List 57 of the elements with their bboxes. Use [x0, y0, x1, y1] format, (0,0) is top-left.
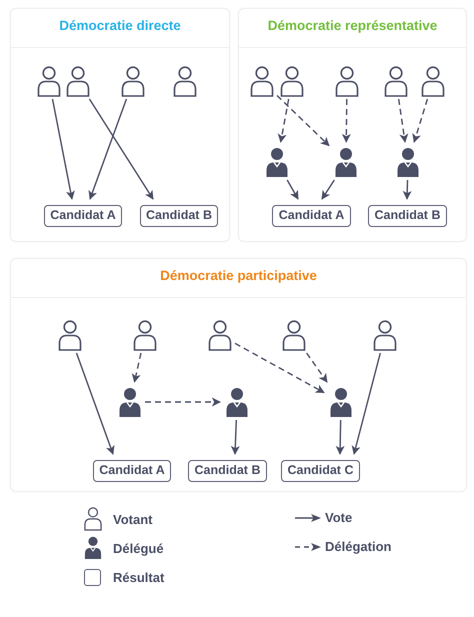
voter-icon: [281, 319, 307, 351]
voter-icon: [383, 65, 409, 97]
dashed-arrow: [276, 94, 330, 146]
result-box: Candidat A: [93, 460, 171, 482]
arrow: [88, 98, 128, 200]
arrow: [321, 180, 335, 200]
arrow: [286, 180, 299, 200]
voter-icon: [207, 319, 233, 351]
voter-icon: [420, 65, 446, 97]
dashed-arrow: [132, 352, 142, 383]
dashed-arrow: [342, 99, 351, 143]
arrow: [336, 420, 345, 455]
delegate-icon: [395, 146, 421, 178]
result-box: Candidat B: [188, 460, 267, 482]
arrow: [230, 420, 240, 455]
legend-label: Délégué: [113, 541, 164, 556]
arrow: [88, 98, 154, 200]
dashed-arrow: [145, 398, 221, 406]
voter-icon: [334, 65, 360, 97]
arrow: [352, 352, 381, 455]
panel: [10, 258, 467, 492]
voter-icon: [279, 65, 305, 97]
legend-label: Votant: [113, 512, 152, 527]
result-box: Candidat A: [44, 205, 122, 227]
arrow: [402, 180, 412, 200]
voter-icon: [57, 319, 83, 351]
panel-heading: Démocratie directe: [59, 18, 181, 33]
voter-icon: [120, 65, 146, 97]
delegate-icon: [333, 146, 359, 178]
dashed-arrow: [398, 98, 408, 143]
delegate-icon: [224, 386, 250, 418]
arrow: [76, 352, 114, 455]
panel: [238, 8, 467, 242]
result-box: Candidat B: [140, 205, 218, 227]
dashed-arrow: [412, 98, 428, 143]
result-box: Candidat B: [368, 205, 447, 227]
panel-heading: Démocratie représentative: [268, 18, 438, 33]
arrow: [52, 98, 75, 200]
voter-icon: [372, 319, 398, 351]
dashed-arrow: [278, 98, 290, 143]
voter-icon: [249, 65, 275, 97]
voter-icon: [65, 65, 91, 97]
voter-icon: [132, 319, 158, 351]
delegate-icon: [264, 146, 290, 178]
voter-icon: [36, 65, 62, 97]
delegate-icon: [117, 386, 143, 418]
result-box: Candidat A: [272, 205, 351, 227]
legend-label: Délégation: [325, 539, 392, 554]
panel: [10, 8, 230, 242]
result-box: Candidat C: [281, 460, 360, 482]
dashed-arrow: [234, 342, 325, 394]
voter-icon: [172, 65, 198, 97]
panel-heading: Démocratie participative: [160, 268, 317, 283]
legend-label: Résultat: [113, 570, 164, 585]
delegate-icon: [328, 386, 354, 418]
dashed-arrow: [306, 352, 328, 383]
legend-label: Vote: [325, 510, 352, 525]
